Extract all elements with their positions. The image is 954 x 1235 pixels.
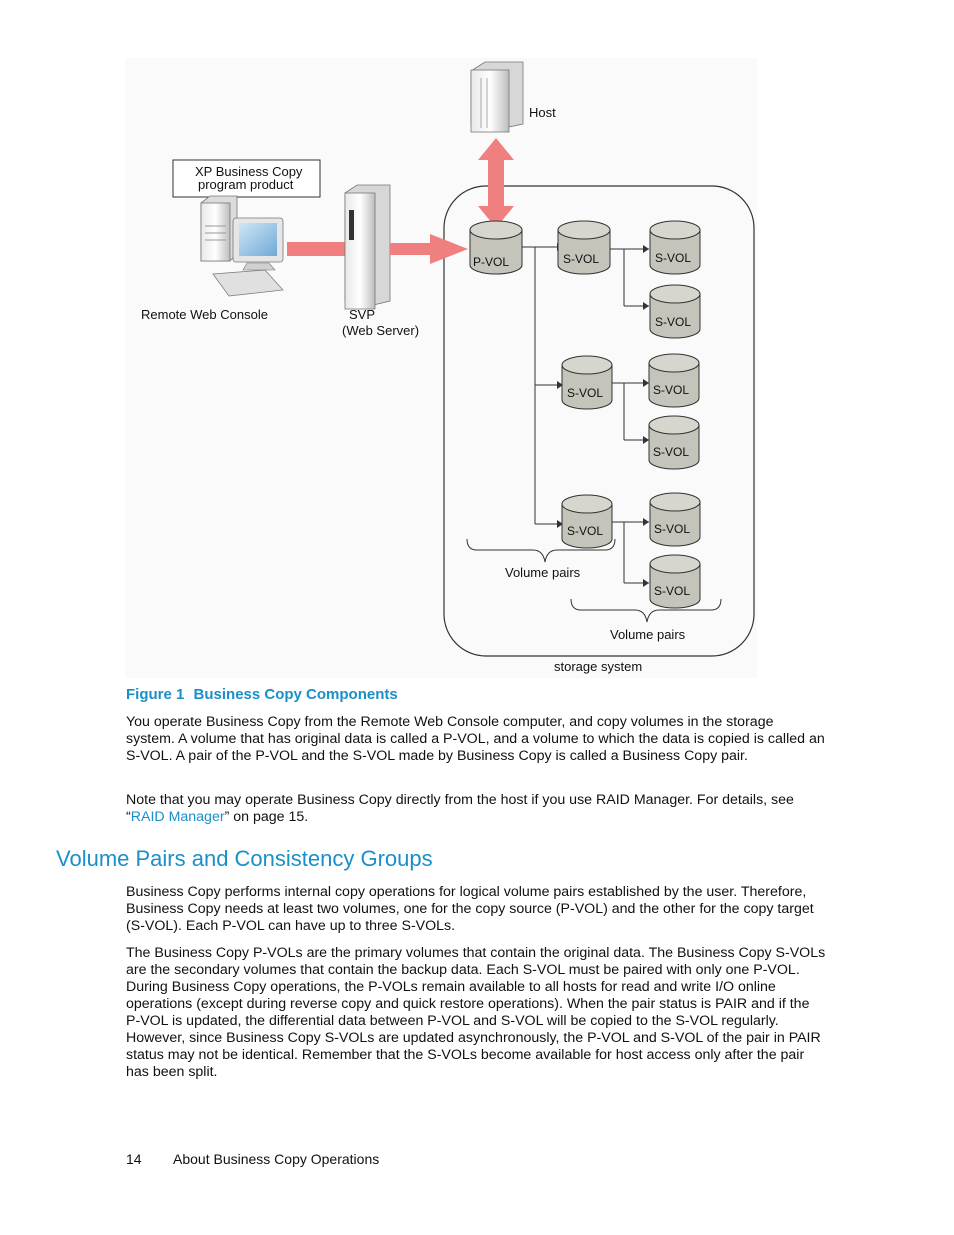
svg-text:S-VOL: S-VOL bbox=[654, 584, 690, 598]
svg-text:S-VOL: S-VOL bbox=[655, 315, 691, 329]
svg-text:S-VOL: S-VOL bbox=[567, 524, 603, 538]
svg-text:S-VOL: S-VOL bbox=[655, 251, 691, 265]
host-server-icon bbox=[470, 61, 524, 133]
svol-3b-cylinder: S-VOL bbox=[649, 554, 701, 609]
volume-pairs-label-right: Volume pairs bbox=[610, 627, 686, 642]
remote-web-console-label: Remote Web Console bbox=[141, 307, 268, 322]
raid-manager-link[interactable]: RAID Manager bbox=[130, 809, 225, 825]
xp-business-copy-box bbox=[172, 159, 321, 198]
svp-label-line2: (Web Server) bbox=[342, 323, 419, 338]
computer-icon bbox=[200, 195, 284, 297]
svp-server-icon bbox=[344, 184, 391, 310]
svg-text:S-VOL: S-VOL bbox=[653, 445, 689, 459]
svol-1-cylinder: S-VOL bbox=[557, 220, 611, 275]
page-number: 14 bbox=[126, 1151, 142, 1167]
xp-box-line1: XP Business Copy bbox=[195, 164, 303, 179]
body-paragraph-2: Note that you may operate Business Copy … bbox=[126, 792, 826, 826]
svol-2a-cylinder: S-VOL bbox=[648, 353, 700, 408]
figure-caption: Figure 1 Business Copy Components bbox=[126, 686, 398, 703]
svol-3a-cylinder: S-VOL bbox=[649, 492, 701, 547]
svp-label-line1: SVP bbox=[349, 307, 375, 322]
storage-system-label: storage system bbox=[554, 659, 642, 674]
section-heading: Volume Pairs and Consistency Groups bbox=[56, 846, 433, 871]
business-copy-figure: storage system Host XP Business Copy pro… bbox=[125, 58, 757, 678]
svg-text:S-VOL: S-VOL bbox=[653, 383, 689, 397]
pvol-cylinder: P-VOL bbox=[469, 220, 523, 275]
volume-pairs-brace-right bbox=[570, 598, 722, 623]
host-pvol-arrow bbox=[478, 138, 514, 228]
figure-number: Figure 1 bbox=[126, 686, 185, 703]
para2-text-after: ” on page 15. bbox=[224, 809, 309, 825]
footer-title: About Business Copy Operations bbox=[173, 1151, 380, 1167]
host-label: Host bbox=[529, 105, 556, 120]
body-paragraph-1: You operate Business Copy from the Remot… bbox=[126, 714, 825, 764]
body-paragraph-3: Business Copy performs internal copy ope… bbox=[126, 884, 814, 934]
svg-text:S-VOL: S-VOL bbox=[563, 252, 599, 266]
svg-text:S-VOL: S-VOL bbox=[654, 522, 690, 536]
console-svp-arrow bbox=[287, 242, 347, 256]
svol-3-cylinder: S-VOL bbox=[561, 494, 613, 549]
para2-text-before: Note that you may operate Business Copy … bbox=[126, 792, 794, 825]
svol-1a-cylinder: S-VOL bbox=[649, 220, 701, 275]
svg-text:S-VOL: S-VOL bbox=[567, 386, 603, 400]
svp-storage-arrow bbox=[390, 234, 468, 264]
svol-2b-cylinder: S-VOL bbox=[648, 415, 700, 470]
storage-system-box bbox=[443, 185, 755, 657]
svg-text:P-VOL: P-VOL bbox=[473, 255, 509, 269]
svol-2-cylinder: S-VOL bbox=[561, 355, 613, 410]
figure-title: Business Copy Components bbox=[193, 686, 398, 703]
volume-pairs-label-left: Volume pairs bbox=[505, 565, 581, 580]
connector-lines bbox=[521, 246, 649, 584]
svol-1b-cylinder: S-VOL bbox=[649, 284, 701, 339]
xp-box-line2: program product bbox=[198, 177, 294, 192]
body-paragraph-4: The Business Copy P-VOLs are the primary… bbox=[126, 945, 826, 1080]
volume-pairs-brace-left bbox=[466, 538, 616, 563]
